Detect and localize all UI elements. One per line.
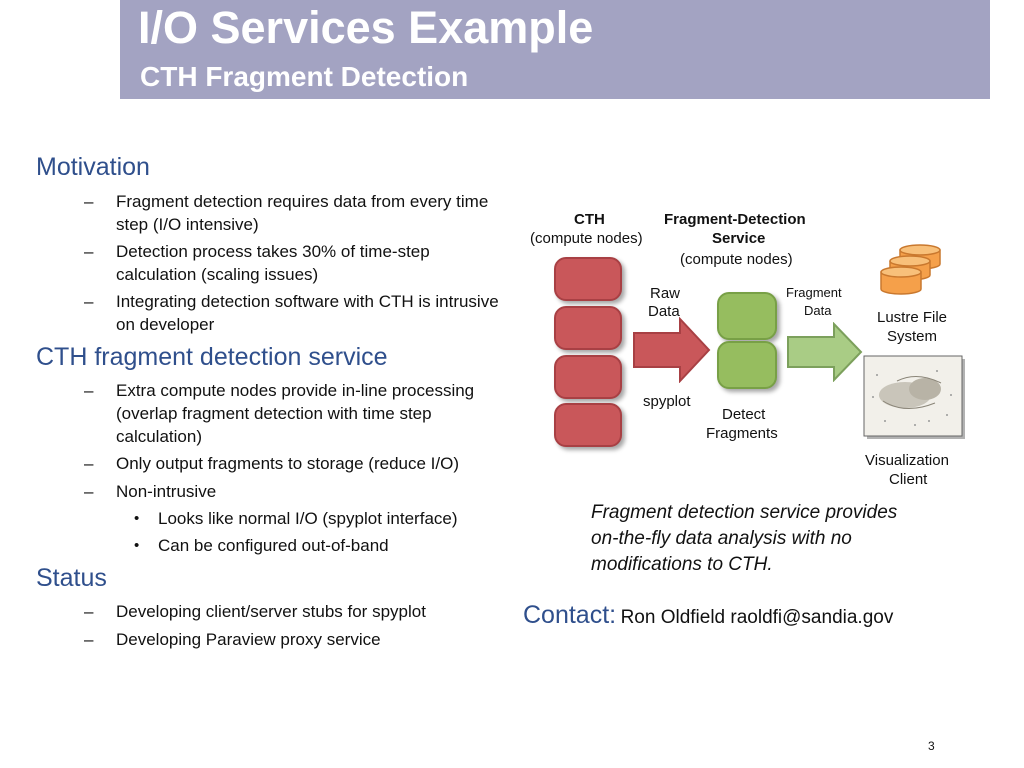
caption-line: modifications to CTH. <box>591 554 773 575</box>
cth-compute-node <box>554 257 622 301</box>
diagram-caption: Fragment detection service provides on-t… <box>591 500 971 578</box>
cth-subtitle: (compute nodes) <box>530 230 643 247</box>
lustre-label-line2: System <box>887 328 938 345</box>
fragment-data-label-line1: Fragment <box>786 285 842 300</box>
status-item: Developing Paraview proxy service <box>116 630 381 649</box>
service-item: Non-intrusive <box>116 482 217 501</box>
raw-data-label-line2: Data <box>648 303 680 320</box>
fds-subtitle: (compute nodes) <box>680 251 793 268</box>
dash-marker: – <box>84 381 94 400</box>
motivation-heading: Motivation <box>36 153 150 181</box>
slide-title: I/O Services Example <box>138 2 594 53</box>
detect-label-line2: Fragments <box>706 425 778 442</box>
caption-line: on-the-fly data analysis with no <box>591 528 852 549</box>
dash-marker: – <box>84 192 94 211</box>
cth-compute-node <box>554 403 622 447</box>
raw-data-label-line1: Raw <box>650 285 681 302</box>
fds-compute-node <box>717 292 777 340</box>
caption-line: Fragment detection service provides <box>591 502 898 523</box>
fragment-data-label-line2: Data <box>804 303 832 318</box>
contact-line: Contact: Ron Oldfield raoldfi@sandia.gov <box>523 601 893 630</box>
motivation-item: Integrating detection software with CTH … <box>116 292 499 334</box>
service-sub-item: Can be configured out-of-band <box>158 536 389 555</box>
viz-label-line2: Client <box>889 471 928 488</box>
raw-data-arrow <box>633 317 711 383</box>
spyplot-label: spyplot <box>643 393 691 410</box>
fds-title-line2: Service <box>712 230 766 247</box>
fds-title-line1: Fragment-Detection <box>664 211 806 228</box>
title-bar <box>120 0 990 99</box>
service-sub-item: Looks like normal I/O (spyplot interface… <box>158 509 458 528</box>
contact-text: Ron Oldfield raoldfi@sandia.gov <box>620 607 894 628</box>
detect-label-line1: Detect <box>722 406 766 423</box>
viz-label-line1: Visualization <box>865 452 949 469</box>
storage-icon <box>880 244 941 295</box>
dash-marker: – <box>84 482 94 501</box>
dash-marker: – <box>84 630 94 649</box>
slide-subtitle: CTH Fragment Detection <box>140 61 469 92</box>
fragment-data-arrow <box>787 322 863 382</box>
motivation-item: Detection process takes 30% of time-step… <box>116 242 430 284</box>
cth-compute-node <box>554 355 622 399</box>
contact-label: Contact: <box>523 601 617 629</box>
lustre-label-line1: Lustre File <box>877 309 948 326</box>
bullet-marker: • <box>134 510 140 527</box>
cth-compute-node <box>554 306 622 350</box>
status-heading: Status <box>36 564 107 592</box>
dash-marker: – <box>84 454 94 473</box>
status-item: Developing client/server stubs for spypl… <box>116 602 426 621</box>
service-heading: CTH fragment detection service <box>36 343 388 371</box>
dash-marker: – <box>84 242 94 261</box>
service-item: Extra compute nodes provide in-line proc… <box>116 381 475 446</box>
dash-marker: – <box>84 602 94 621</box>
service-item: Only output fragments to storage (reduce… <box>116 454 459 473</box>
cth-title: CTH <box>574 211 605 228</box>
page-number: 3 <box>928 739 935 753</box>
fds-compute-node <box>717 341 777 389</box>
visualization-image <box>863 355 965 439</box>
motivation-item: Fragment detection requires data from ev… <box>116 192 489 234</box>
bullet-marker: • <box>134 537 140 554</box>
dash-marker: – <box>84 292 94 311</box>
